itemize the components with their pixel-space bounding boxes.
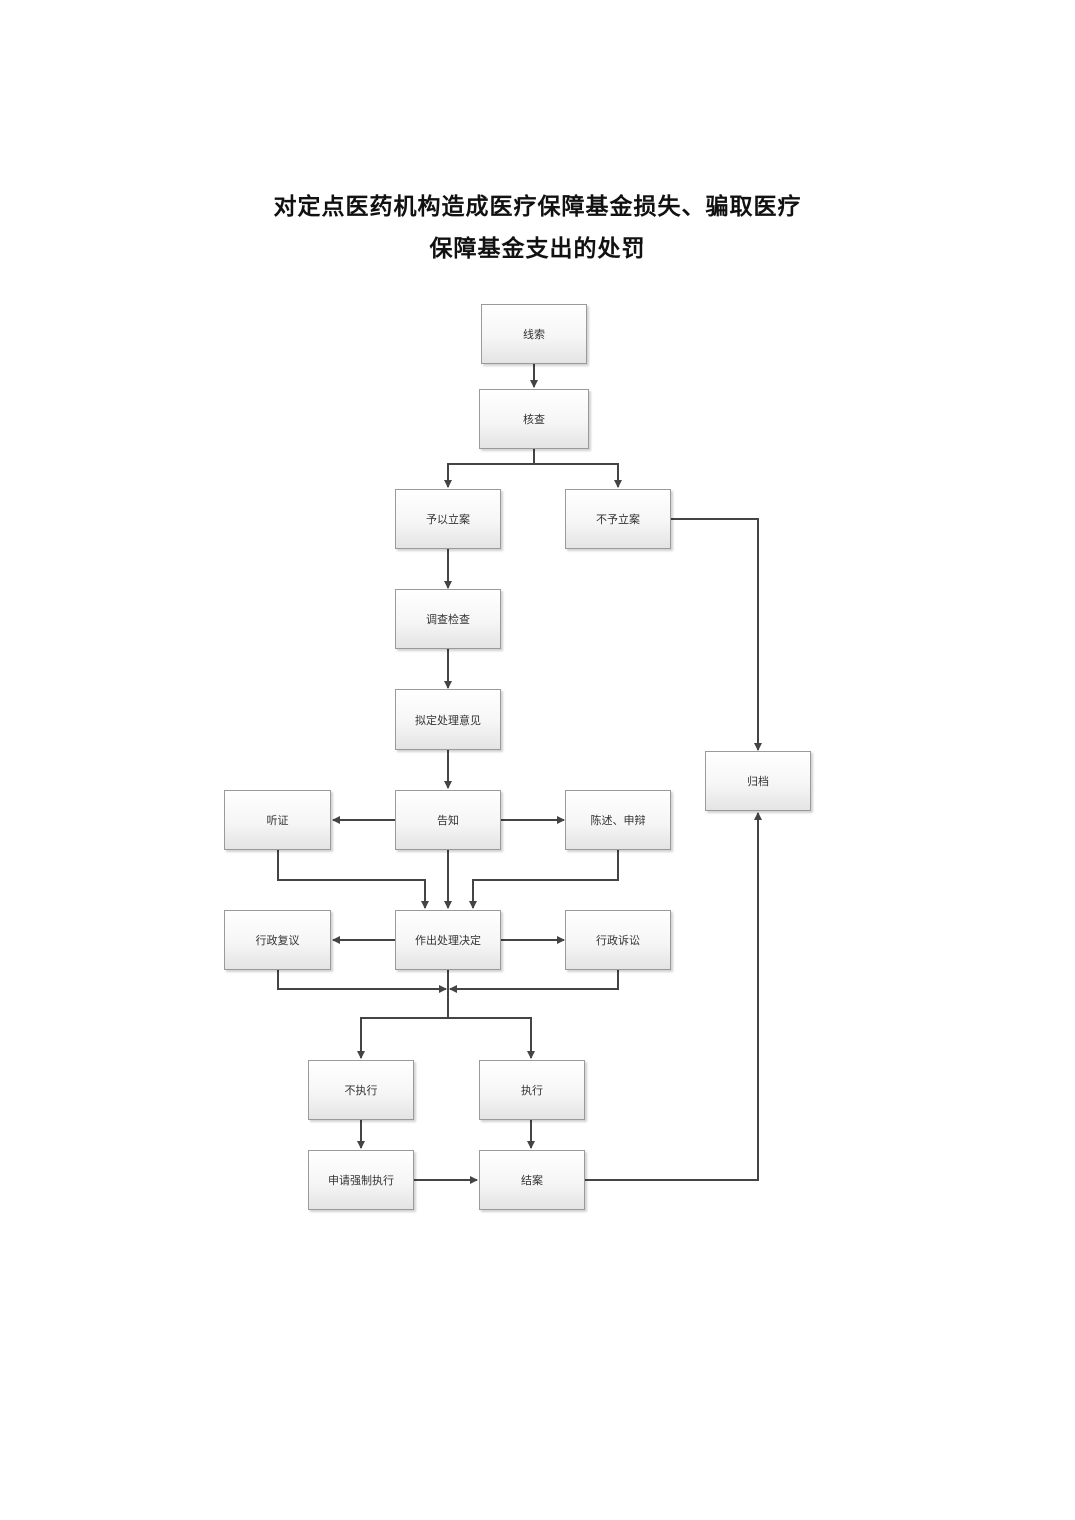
node-not-execute: 不执行 (308, 1060, 414, 1120)
arrow-hearing-to-decision (277, 850, 429, 909)
node-file-case: 予以立案 (395, 489, 501, 549)
node-admin-litigation: 行政诉讼 (565, 910, 671, 970)
node-verify: 核查 (479, 389, 589, 449)
page-title-line-1: 对定点医药机构造成医疗保障基金损失、骗取医疗 (273, 193, 802, 220)
node-decision: 作出处理决定 (395, 910, 501, 970)
arrow-review-to-merge (277, 970, 447, 993)
node-notify: 告知 (395, 790, 501, 850)
arrow-no-case-to-archive (671, 518, 762, 751)
node-hearing: 听证 (224, 790, 331, 850)
arrow-verify-to-no-case (534, 463, 622, 488)
page-title-line-2: 保障基金支出的处罚 (429, 235, 646, 262)
node-clue: 线索 (481, 304, 587, 364)
arrow-merge-to-execute (448, 1017, 535, 1059)
arrow-merge-to-not-execute (357, 1017, 448, 1059)
node-close-case: 结案 (479, 1150, 585, 1210)
arrow-close-to-archive (585, 812, 762, 1181)
node-no-case: 不予立案 (565, 489, 671, 549)
node-investigate: 调查检查 (395, 589, 501, 649)
node-apply-enforcement: 申请强制执行 (308, 1150, 414, 1210)
arrow-statement-to-decision (469, 850, 619, 909)
arrow-verify-to-file-case (444, 449, 535, 488)
node-archive: 归档 (705, 751, 811, 811)
node-statement-defense: 陈述、申辩 (565, 790, 671, 850)
node-execute: 执行 (479, 1060, 585, 1120)
arrow-litigation-to-merge (449, 970, 619, 993)
node-draft-opinion: 拟定处理意见 (395, 689, 501, 750)
node-admin-review: 行政复议 (224, 910, 331, 970)
